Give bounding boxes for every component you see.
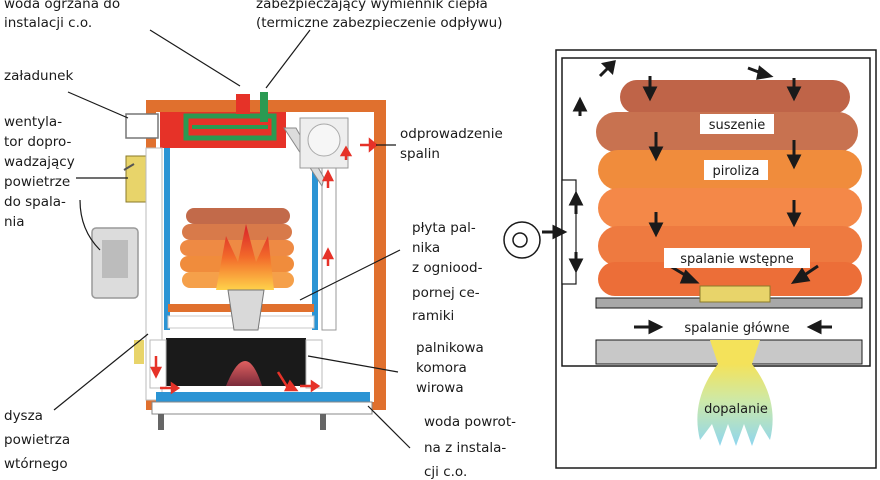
label-wymiennik-2: (termiczne zabezpieczenie odpływu) <box>256 15 503 31</box>
label-plyta-4: ramiki <box>412 308 454 324</box>
combustion-zones: suszenie piroliza spalanie wstępne spala… <box>503 49 877 469</box>
label-plyta-3a: z ogniood- <box>412 260 483 276</box>
label-dysza: dysza <box>4 408 43 424</box>
label-wentylator-2: tor dopro- <box>4 134 72 150</box>
loading-door <box>125 113 159 139</box>
label-komora-3: wirowa <box>416 380 464 396</box>
zone-spalanie-wstepne: spalanie wstępne <box>680 252 794 267</box>
afterburn-flame <box>697 364 773 446</box>
label-wentylator-5: do spala- <box>4 194 66 210</box>
water-jacket-left <box>164 148 170 330</box>
label-dysza-2: powietrza <box>4 432 70 448</box>
flow-arrows-left <box>149 137 378 395</box>
label-wentylator-6: nia <box>4 214 25 230</box>
air-supply-tube <box>125 155 147 203</box>
zone-suszenie: suszenie <box>709 118 765 133</box>
flow-arrows-right <box>542 60 832 335</box>
afterburn-nozzle <box>710 340 760 364</box>
label-wentylator-4: powietrze <box>4 174 70 190</box>
label-dysza-3: wtórnego <box>4 456 68 472</box>
label-woda-powrotna: woda powrot- <box>424 414 516 430</box>
label-zaladunek: załadunek <box>4 68 73 84</box>
zone-spalanie-glowne: spalanie główne <box>684 321 789 336</box>
label-wentylator-3: wadzający <box>4 154 75 170</box>
fuel-flame <box>216 224 274 290</box>
water-jacket-right <box>312 148 318 330</box>
label-woda-powrotna-2: na z instala- <box>424 440 506 456</box>
zone-dopalanie: dopalanie <box>704 402 768 417</box>
label-woda-powrotna-3: cji c.o. <box>424 464 467 480</box>
label-wentylator: wentyla- <box>4 114 62 130</box>
boiler-section <box>91 92 386 430</box>
leader-lines <box>53 29 411 449</box>
label-odprowadzenie: odprowadzenie <box>400 126 503 142</box>
water-jacket-bottom <box>156 392 370 402</box>
label-wymiennik: zabezpieczający wymiennik ciepła <box>256 0 488 12</box>
hot-water-outlet <box>236 94 250 114</box>
ceramic-burner-plate <box>699 285 771 303</box>
label-plyta: płyta pal- <box>412 220 476 236</box>
zone-piroliza: piroliza <box>713 164 760 179</box>
label-plyta-2: nika <box>412 240 440 256</box>
label-odprowadzenie-2: spalin <box>400 146 440 162</box>
label-plyta-3b: pornej ce- <box>412 285 480 301</box>
label-komora: palnikowa <box>416 340 484 356</box>
heat-exchanger <box>183 113 277 141</box>
label-woda-ogrzana-2: instalacji c.o. <box>4 15 92 31</box>
ceramic-nozzle <box>227 289 265 331</box>
label-komora-2: komora <box>416 360 467 376</box>
label-woda-ogrzana: woda ogrzana do <box>4 0 120 12</box>
